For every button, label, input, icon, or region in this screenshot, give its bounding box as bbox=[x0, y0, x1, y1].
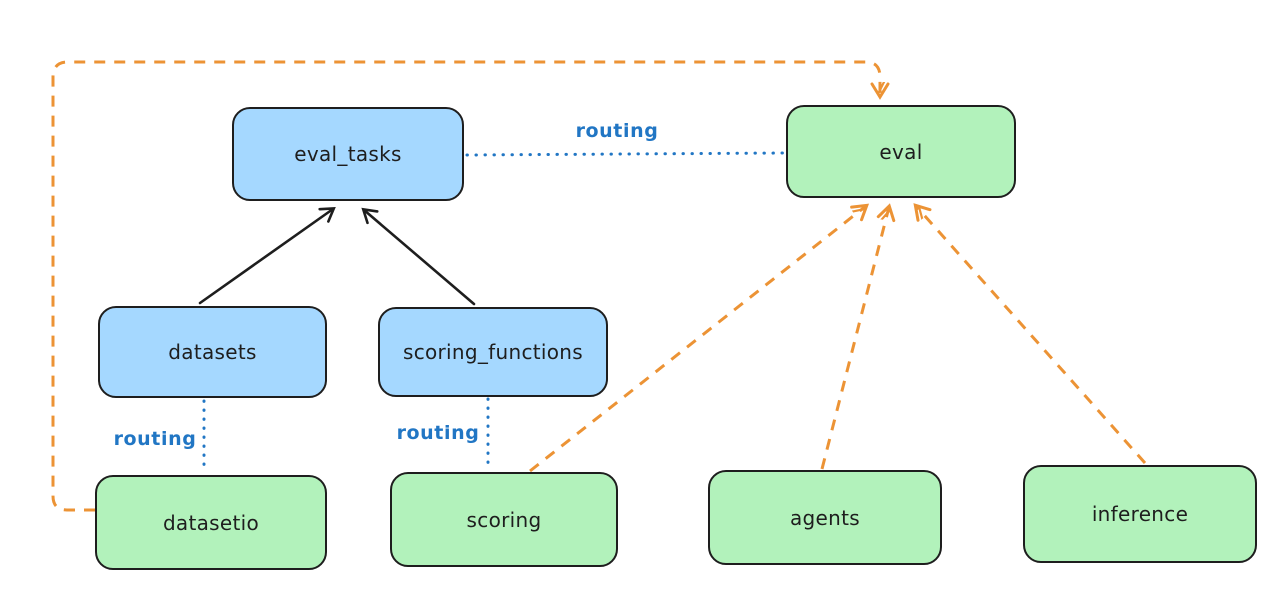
node-datasets: datasets bbox=[98, 306, 327, 398]
edge-label-routing-eval-tasks-eval: routing bbox=[575, 120, 659, 142]
node-eval-label: eval bbox=[879, 139, 923, 164]
edge-routing-eval-tasks-eval bbox=[465, 151, 785, 157]
node-inference-label: inference bbox=[1091, 502, 1189, 526]
edge-scoring-functions-to-eval-tasks bbox=[361, 207, 476, 306]
node-datasetio: datasetio bbox=[95, 475, 327, 570]
edge-label-routing-scoring-functions-scoring: routing bbox=[396, 422, 480, 444]
node-datasetio-label: datasetio bbox=[162, 510, 260, 535]
node-eval: eval bbox=[786, 105, 1016, 198]
node-eval-tasks: eval_tasks bbox=[232, 107, 464, 201]
node-eval-tasks-label: eval_tasks bbox=[294, 142, 402, 166]
edge-datasets-to-eval-tasks bbox=[198, 207, 336, 305]
edge-datasetio-to-eval bbox=[51, 60, 880, 512]
node-agents: agents bbox=[708, 470, 942, 565]
node-agents-label: agents bbox=[790, 505, 860, 530]
node-datasets-label: datasets bbox=[168, 340, 257, 364]
node-scoring-functions-label: scoring_functions bbox=[402, 340, 584, 364]
node-inference: inference bbox=[1023, 465, 1257, 563]
edge-agents-to-eval bbox=[820, 207, 889, 470]
edge-label-routing-datasets-datasetio: routing bbox=[113, 428, 197, 450]
node-scoring-functions: scoring_functions bbox=[378, 307, 608, 397]
node-scoring-label: scoring bbox=[466, 507, 542, 532]
edge-inference-to-eval bbox=[916, 206, 1147, 464]
node-scoring: scoring bbox=[390, 472, 618, 567]
